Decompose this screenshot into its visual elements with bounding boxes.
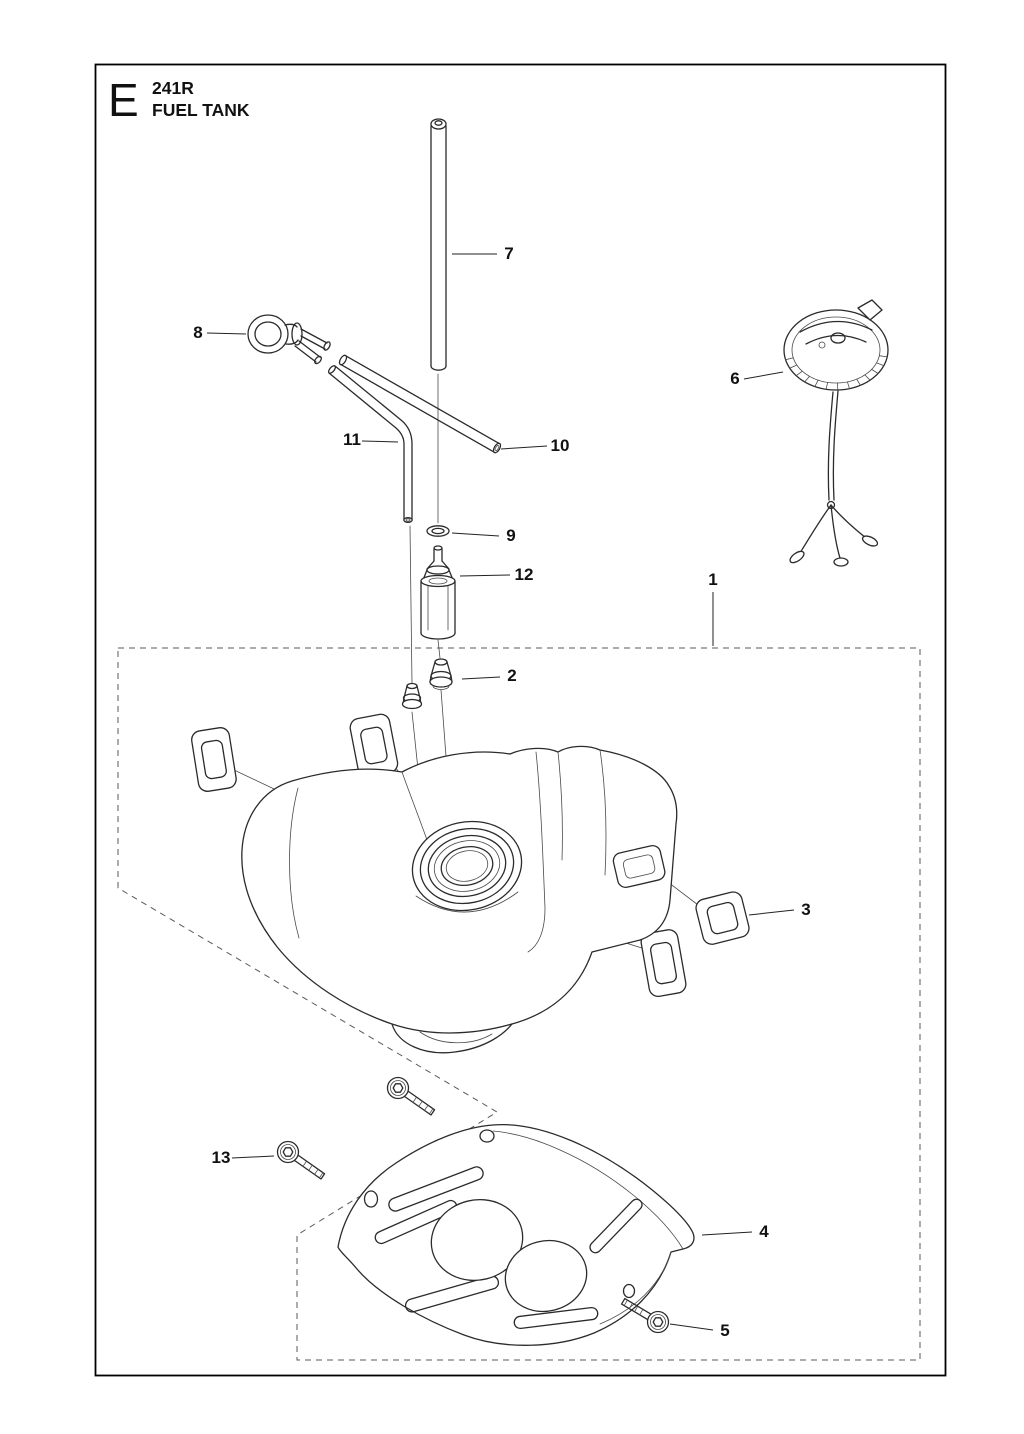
callout-6: 6 <box>730 369 739 388</box>
plate-screw-hole-top <box>479 1129 495 1143</box>
part-filler-neck <box>411 820 523 912</box>
kit-boundary-dashes <box>117 647 921 1361</box>
tank-side-recess <box>612 844 666 888</box>
part-grommet-small <box>401 682 423 710</box>
leader-line-3 <box>748 909 795 916</box>
leader-line-6 <box>743 371 784 380</box>
plate-screw-hole-lower <box>622 1283 636 1299</box>
plate-screw-hole-left <box>363 1190 379 1208</box>
callout-10: 10 <box>551 436 570 455</box>
part-cap-retainer <box>789 390 879 567</box>
leader-line-5 <box>669 1323 714 1331</box>
leader-line-8 <box>206 332 247 335</box>
plate-hole-right <box>504 1239 588 1313</box>
part-fuel-hose-bent <box>328 365 413 523</box>
model-number: 241R <box>152 78 194 98</box>
cap-tab <box>857 299 883 321</box>
part-screw-top <box>386 1076 436 1116</box>
callout-11: 11 <box>343 430 361 449</box>
leader-line-12 <box>459 574 511 577</box>
cap-rib-ticks <box>785 355 888 391</box>
callout-8: 8 <box>193 323 202 342</box>
callout-12: 12 <box>515 565 534 584</box>
leader-line-13 <box>231 1155 275 1159</box>
part-screw-13 <box>276 1140 326 1180</box>
part-breather-tube <box>430 118 447 371</box>
leader-line-2 <box>461 676 501 680</box>
plate-hole-left <box>430 1198 524 1282</box>
part-pad-right <box>695 891 750 945</box>
part-pad-left <box>191 727 237 792</box>
page-border-frame <box>94 63 947 1377</box>
part-primer-bulb <box>247 314 331 365</box>
plate-slots <box>374 1166 643 1330</box>
callout-1: 1 <box>708 570 717 589</box>
leader-line-11 <box>361 440 399 443</box>
part-fuel-hose-straight <box>338 354 502 454</box>
part-pad-lower <box>640 929 687 998</box>
callout-7: 7 <box>504 244 513 263</box>
section-letter: E <box>108 74 139 126</box>
part-fuel-filter <box>420 545 456 640</box>
part-fuel-tank <box>241 745 678 1054</box>
diagram-title: FUEL TANK <box>152 100 250 120</box>
leader-line-10 <box>500 445 548 450</box>
part-fuel-cap <box>783 299 889 391</box>
callout-3: 3 <box>801 900 810 919</box>
part-pad-top <box>349 713 399 778</box>
part-o-ring <box>426 525 450 537</box>
part-guard-plate <box>337 1123 695 1346</box>
callout-13: 13 <box>212 1148 231 1167</box>
part-screw-5 <box>620 1297 670 1334</box>
part-grommet-large <box>429 658 453 690</box>
leader-line-4 <box>701 1231 753 1236</box>
leader-line-9 <box>451 532 500 537</box>
leader-lines <box>206 253 795 1331</box>
callout-9: 9 <box>506 526 515 545</box>
callout-2: 2 <box>507 666 516 685</box>
callout-5: 5 <box>720 1321 729 1340</box>
callout-4: 4 <box>759 1222 769 1241</box>
